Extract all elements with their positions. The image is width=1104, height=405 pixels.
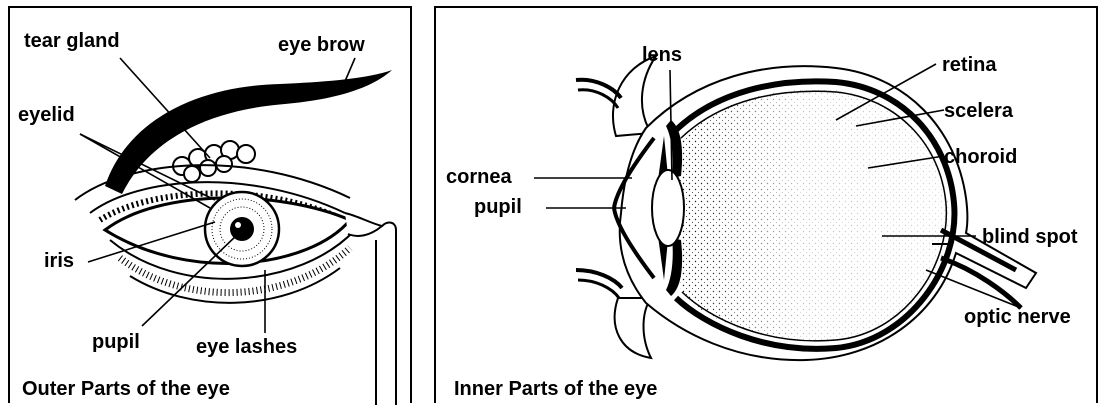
tear-gland-shape [173,141,255,182]
label-tear-gland: tear gland [24,30,120,52]
label-scelera: scelera [944,100,1013,122]
label-eye-brow: eye brow [278,34,365,56]
outer-parts-panel: tear gland eye brow eyelid iris pupil ey… [8,6,412,403]
label-pupil: pupil [92,331,140,353]
label-eyelid: eyelid [18,104,75,126]
label-retina: retina [942,54,996,76]
label-lens: lens [642,44,682,66]
inner-caption: Inner Parts of the eye [454,378,657,400]
inner-parts-panel: lens retina scelera choroid cornea pupil… [434,6,1098,403]
lower-lid-inner [615,298,651,358]
label-iris: iris [44,250,74,272]
label-optic-nerve: optic nerve [964,306,1071,328]
label-eye-lashes: eye lashes [196,336,297,358]
inner-eye-illustration [436,8,1100,405]
outer-caption: Outer Parts of the eye [22,378,230,400]
lens-shape [652,170,684,246]
label-blind-spot: blind spot [982,226,1078,248]
label-pupil-inner: pupil [474,196,522,218]
label-cornea: cornea [446,166,512,188]
label-choroid: choroid [944,146,1017,168]
